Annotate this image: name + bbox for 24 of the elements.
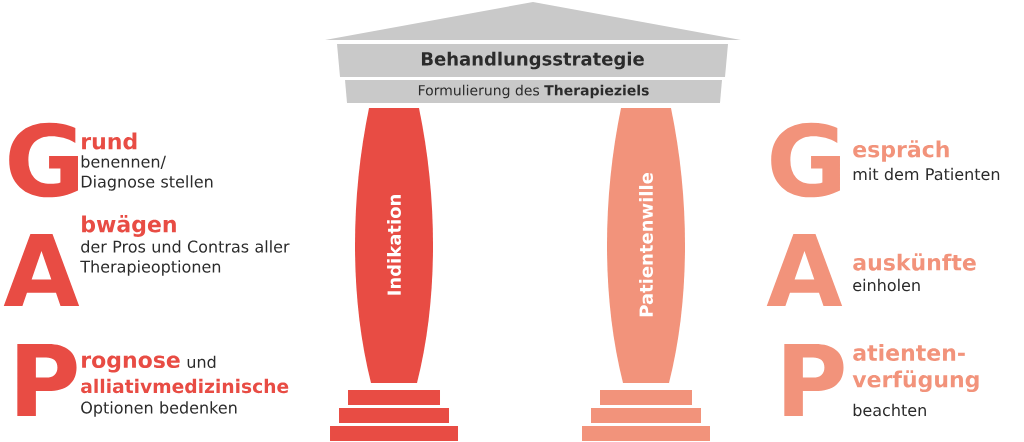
- roof-band: Behandlungsstrategie: [337, 44, 728, 77]
- description-text: der Pros und Contras aller Therapieoptionen: [80, 240, 290, 276]
- initial-letter: G: [771, 122, 840, 198]
- keyword-heading: auskünfte: [853, 253, 976, 271]
- initial-letter: G: [9, 122, 78, 198]
- keyword-heading: rund: [82, 132, 137, 150]
- description-text: einholen: [853, 278, 920, 292]
- description-text: mit dem Patienten: [853, 167, 1000, 181]
- description-text: und: [187, 355, 216, 368]
- initial-letter: A: [3, 234, 80, 306]
- description-text: beachten: [853, 403, 926, 417]
- pillar: Indikation: [355, 108, 433, 383]
- initial-letter: P: [17, 344, 77, 416]
- initial-letter: P: [784, 344, 844, 416]
- keyword-heading: rognose: [82, 355, 180, 373]
- description-text: benennen/ Diagnose stellen: [81, 155, 213, 191]
- keyword-heading: bwägen: [82, 215, 176, 237]
- keyword-heading: atienten- verfügung: [852, 343, 979, 393]
- roof-band: Formulierung des Therapieziels: [345, 80, 722, 103]
- pillar: Patientenwille: [607, 108, 685, 383]
- description-text: Optionen bedenken: [81, 401, 237, 417]
- keyword-heading: alliativmedizinische: [81, 378, 289, 394]
- keyword-heading: espräch: [853, 140, 949, 162]
- initial-letter: A: [766, 234, 843, 306]
